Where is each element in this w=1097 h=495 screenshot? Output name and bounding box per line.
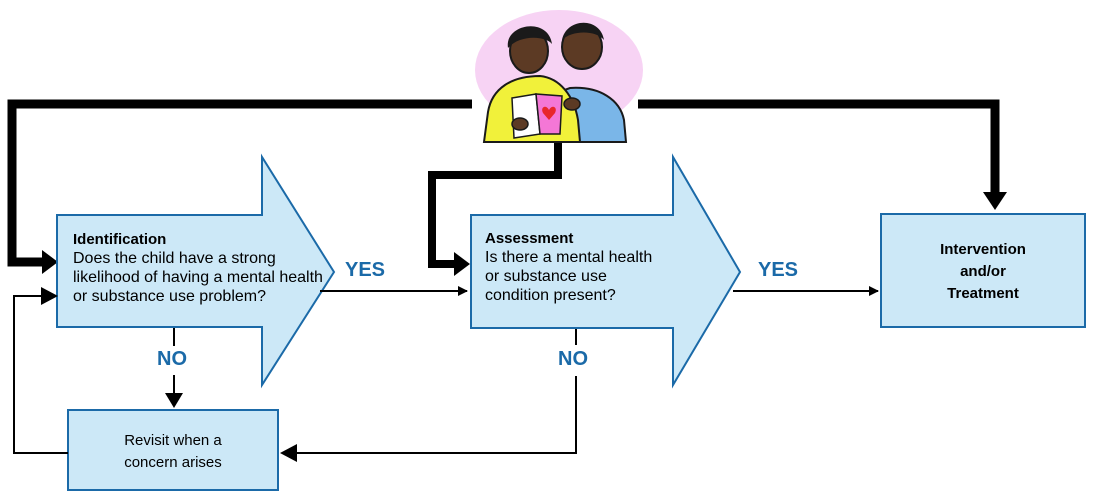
identification-no-arrowhead	[165, 393, 183, 408]
assessment-yes-label: YES	[758, 259, 799, 281]
heart-icon	[542, 106, 556, 120]
identification-title: Identification	[73, 231, 167, 248]
revisit-label: Revisit when a concern arises	[124, 432, 222, 471]
revisit-loop-connector	[13, 295, 68, 454]
assessment-no-connector	[296, 376, 577, 454]
treatment-box	[880, 213, 1086, 328]
assessment-title: Assessment	[485, 230, 574, 247]
family-to-assessment-arrowhead	[454, 252, 470, 276]
family-to-identification-arrowhead	[42, 250, 58, 274]
family-to-treatment-arrowhead	[983, 192, 1007, 210]
revisit-loop-arrowhead	[41, 287, 58, 305]
family-to-assessment-connector	[428, 142, 562, 268]
assessment-question: Is there a mental health or substance us…	[485, 249, 653, 304]
treatment-label: Intervention and/or Treatment	[940, 241, 1026, 302]
identification-yes-label: YES	[345, 259, 386, 281]
assessment-arrow-box	[470, 153, 742, 389]
parents-reading-card-clipart	[475, 10, 643, 143]
assessment-text: Assessment Is there a mental health or s…	[485, 230, 665, 305]
assessment-no-label: NO	[558, 348, 588, 370]
revisit-box	[67, 409, 279, 491]
identification-arrow-box	[56, 153, 336, 389]
family-to-treatment-connector	[638, 99, 1000, 193]
assessment-no-arrowhead	[280, 444, 297, 462]
identification-text: Identification Does the child have a str…	[73, 231, 323, 306]
family-to-identification-connector	[7, 99, 472, 267]
identification-no-label: NO	[157, 348, 187, 370]
identification-question: Does the child have a strong likelihood …	[73, 250, 323, 305]
